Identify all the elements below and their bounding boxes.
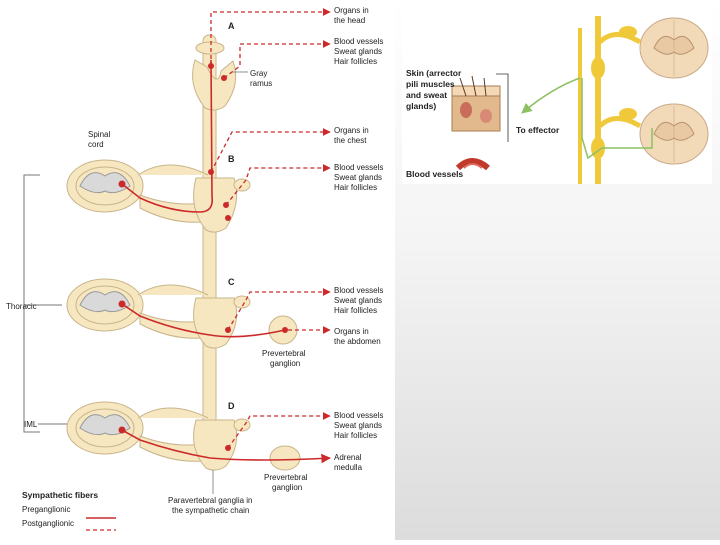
organs-chest-label-2: the chest [334,136,367,145]
dorsal-root-ganglion-upper [619,26,637,38]
green-fiber-path [581,78,653,160]
organs-head-label-1: Organs in [334,6,369,15]
post-chest-path [210,128,331,173]
post-skin-d-path [227,412,331,449]
spinal-nerve-lower [598,116,642,129]
ramus-b-dorsal [137,164,209,176]
skin-block [451,75,501,132]
prevertebral-c-label-1: Prevertebral [262,349,306,358]
post-skin-a-path [223,40,331,79]
spinal-cord-c [66,278,144,332]
skin-c-label-1: Blood vessels [334,286,383,295]
skin-a-label-1: Blood vessels [334,37,383,46]
spinal-cord-label-2: cord [88,140,104,149]
section-a-ganglion [192,41,237,111]
dorsal-root-ganglion-lower [619,108,637,120]
section-label-b: B [228,154,235,164]
paravertebral-label-1: Paravertebral ganglia in [168,496,253,505]
pre-adrenal-path [121,429,331,464]
skin-b-label-3: Hair follicles [334,183,377,192]
section-d-ganglion [193,418,251,471]
spinal-cord-d [66,401,144,455]
thoracic-label: Thoracic [6,302,37,311]
spinal-cord-label-1: Spinal [88,130,110,139]
post-head-path [210,8,331,66]
pre-c-path [121,303,286,338]
blood-vessels-label: Blood vessels [406,169,463,179]
paravertebral-label-2: the sympathetic chain [172,506,249,515]
organs-abdomen-label-2: the abdomen [334,337,381,346]
iml-label: IML [24,420,38,429]
spinal-cord-b [66,159,144,213]
skin-label-1: Skin (arrector [406,68,462,78]
prevertebral-d-label-2: ganglion [272,483,302,492]
adrenal-label-2: medulla [334,463,363,472]
skin-a-label-3: Hair follicles [334,57,377,66]
thoracic-bracket [23,174,40,433]
legend-title: Sympathetic fibers [22,490,98,500]
sympathetic-pathways-diagram: A B C [6,6,384,531]
skin-label-3: and sweat [406,90,447,100]
skin-d-label-2: Sweat glands [334,421,382,430]
adrenal-label-1: Adrenal [334,453,362,462]
gray-ramus-label-1: Gray [250,69,267,78]
to-effector-arrow [521,77,581,114]
skin-d-label-1: Blood vessels [334,411,383,420]
section-label-a: A [228,21,235,31]
prevertebral-c-label-2: ganglion [270,359,300,368]
pre-b-path [121,59,214,213]
spinal-cord-segment-upper [639,17,709,79]
organs-abdomen-label-1: Organs in [334,327,369,336]
skin-a-label-2: Sweat glands [334,47,382,56]
skin-effector-svg: Skin (arrector pili muscles and sweat gl… [406,16,709,184]
legend-postganglionic-label: Postganglionic [22,519,74,528]
skin-label-2: pili muscles [406,79,455,89]
chain-ganglion-upper [591,57,605,79]
section-label-c: C [228,277,235,287]
section-b-ganglion [193,169,251,233]
post-skin-c-path [227,288,331,331]
gray-ramus-label-2: ramus [250,79,272,88]
to-effector-label: To effector [516,125,560,135]
skin-effector-diagram: Skin (arrector pili muscles and sweat gl… [402,8,712,184]
spinal-cord-segment-lower [639,103,709,165]
prevertebral-d-label-1: Prevertebral [264,473,308,482]
skin-c-label-2: Sweat glands [334,296,382,305]
sympathetic-pathways-svg: A B C [6,6,383,531]
skin-b-label-1: Blood vessels [334,163,383,172]
skin-b-label-2: Sweat glands [334,173,382,182]
section-label-d: D [228,401,235,411]
post-skin-b-path [225,164,331,206]
section-c-ganglion [193,295,251,349]
skin-label-4: glands) [406,101,436,111]
skin-c-label-3: Hair follicles [334,306,377,315]
skin-bracket [496,73,509,142]
prevertebral-ganglion-d [269,445,301,471]
organs-chest-label-1: Organs in [334,126,369,135]
organs-head-label-2: the head [334,16,365,25]
skin-d-label-3: Hair follicles [334,431,377,440]
spinal-nerve-upper [598,32,642,45]
blood-vessel-icon [455,158,490,171]
legend-preganglionic-label: Preganglionic [22,505,70,514]
